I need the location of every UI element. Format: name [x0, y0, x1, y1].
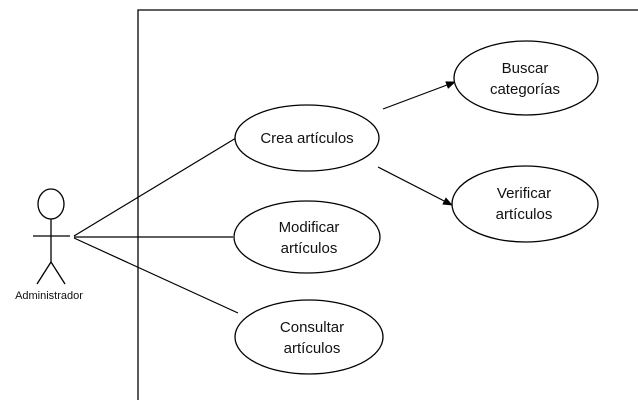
use-case-buscar-label-2: categorías: [490, 81, 560, 98]
use-case-modificar-articulos[interactable]: Modificar artículos: [233, 200, 381, 274]
relation-crea-verificar: [377, 166, 453, 206]
relation-crea-buscar: [382, 81, 456, 110]
use-case-buscar-label-1: Buscar: [502, 60, 549, 77]
association-consultar: [73, 237, 239, 314]
use-case-ellipse: [233, 200, 381, 274]
use-case-verificar-label-2: artículos: [496, 206, 553, 223]
use-case-buscar-categorias[interactable]: Buscar categorías: [453, 40, 599, 116]
use-case-crea-articulos[interactable]: Crea artículos: [234, 104, 380, 172]
use-case-ellipse: [234, 104, 380, 172]
use-case-modificar-label-1: Modificar: [279, 219, 340, 236]
use-case-ellipse: [234, 299, 384, 375]
actor-head: [37, 188, 65, 220]
use-case-ellipse: [453, 40, 599, 116]
use-case-ellipse: [451, 165, 599, 243]
use-case-modificar-label-2: artículos: [281, 240, 338, 257]
use-case-consultar-label-1: Consultar: [280, 319, 344, 336]
use-case-verificar-label-1: Verificar: [497, 185, 551, 202]
use-case-verificar-articulos[interactable]: Verificar artículos: [451, 165, 599, 243]
use-case-consultar-articulos[interactable]: Consultar artículos: [234, 299, 384, 375]
actor-right-leg: [50, 261, 66, 285]
actor-label: Administrador: [15, 290, 83, 302]
system-boundary: [137, 9, 638, 400]
actor-figure[interactable]: [33, 188, 70, 285]
actor-left-leg: [36, 261, 52, 285]
use-case-crea-label-1: Crea artículos: [260, 130, 353, 147]
use-case-consultar-label-2: artículos: [284, 340, 341, 357]
association-crea: [73, 137, 237, 237]
